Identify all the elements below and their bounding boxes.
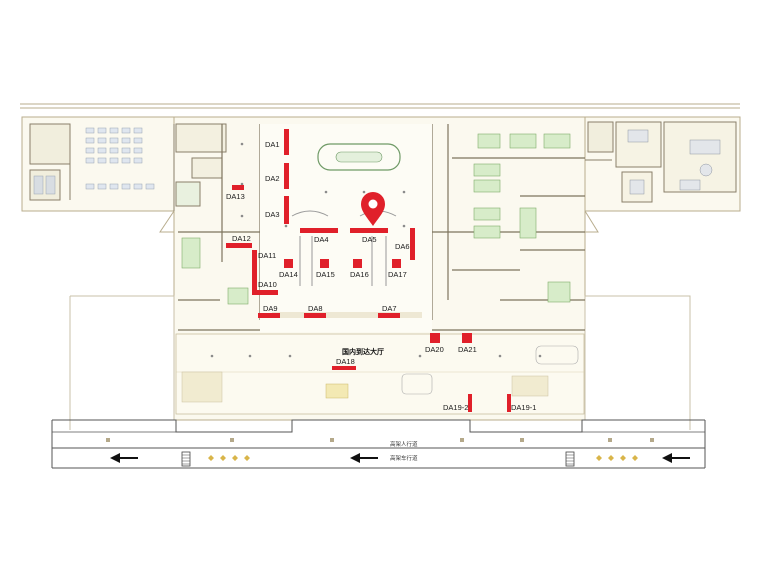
stand-da12[interactable] xyxy=(226,243,252,248)
stand-da9[interactable] xyxy=(258,313,280,318)
stand-label: DA17 xyxy=(388,270,407,279)
stand-label: DA9 xyxy=(263,304,278,313)
stand-label: DA2 xyxy=(265,174,280,183)
stand-label: DA8 xyxy=(308,304,323,313)
stand-da7[interactable] xyxy=(378,313,400,318)
stand-da19-1[interactable] xyxy=(507,394,511,412)
stand-da3[interactable] xyxy=(284,196,289,224)
stand-da6[interactable] xyxy=(410,228,415,260)
stand-label: DA14 xyxy=(279,270,298,279)
stand-da14[interactable] xyxy=(284,259,293,268)
stand-label: DA16 xyxy=(350,270,369,279)
stand-label: DA20 xyxy=(425,345,444,354)
stand-label: DA12 xyxy=(232,234,251,243)
stand-da4[interactable] xyxy=(300,228,338,233)
stand-label: DA18 xyxy=(336,357,355,366)
stand-labels: DA1 DA2 DA3 DA4 DA5 DA6 DA7 DA8 DA9 DA10… xyxy=(226,140,536,412)
stand-da19-2[interactable] xyxy=(468,394,472,412)
stand-da2[interactable] xyxy=(284,163,289,189)
stand-da16[interactable] xyxy=(353,259,362,268)
stand-da20[interactable] xyxy=(430,333,440,343)
stand-label: DA11 xyxy=(258,251,276,260)
left-wing-rooms xyxy=(29,123,227,211)
stand-label: DA1 xyxy=(265,140,280,149)
stand-da17[interactable] xyxy=(392,259,401,268)
right-core-equipment xyxy=(473,133,571,239)
direction-arrow-icon xyxy=(110,453,690,463)
stand-label: DA4 xyxy=(314,235,329,244)
stand-da8[interactable] xyxy=(304,313,326,318)
stand-da5[interactable] xyxy=(350,228,388,233)
stand-da21[interactable] xyxy=(462,333,472,343)
vehicle-road-label: 高架车行道 xyxy=(390,454,418,462)
location-pin-icon[interactable] xyxy=(361,192,385,226)
stand-label: DA10 xyxy=(258,280,277,289)
stand-label: DA19-2 xyxy=(443,403,468,412)
stand-markers xyxy=(226,129,511,412)
stand-label: DA19-1 xyxy=(511,403,536,412)
stand-label: DA7 xyxy=(382,304,397,313)
stand-da13[interactable] xyxy=(232,185,244,190)
left-core-equipment xyxy=(181,237,571,305)
stand-label: DA15 xyxy=(316,270,335,279)
stand-label: DA21 xyxy=(458,345,477,354)
stand-da15[interactable] xyxy=(320,259,329,268)
arrivals-hall xyxy=(175,333,585,415)
stand-da1[interactable] xyxy=(284,129,289,155)
stand-da10[interactable] xyxy=(252,290,278,295)
stand-label: DA6 xyxy=(395,242,410,251)
hall-label: 国内到达大厅 xyxy=(342,347,384,356)
stand-da18[interactable] xyxy=(332,366,356,370)
baggage-claim-area xyxy=(260,124,432,332)
stand-label: DA13 xyxy=(226,192,245,201)
pedestrian-road-label: 高架人行道 xyxy=(390,440,418,448)
structural-columns xyxy=(210,142,542,358)
stand-label: DA5 xyxy=(362,235,377,244)
right-wing-furniture xyxy=(627,129,721,195)
left-wing-seating xyxy=(33,127,155,195)
stand-label: DA3 xyxy=(265,210,280,219)
stand-da11[interactable] xyxy=(252,250,257,290)
elevated-roadway xyxy=(51,419,706,469)
